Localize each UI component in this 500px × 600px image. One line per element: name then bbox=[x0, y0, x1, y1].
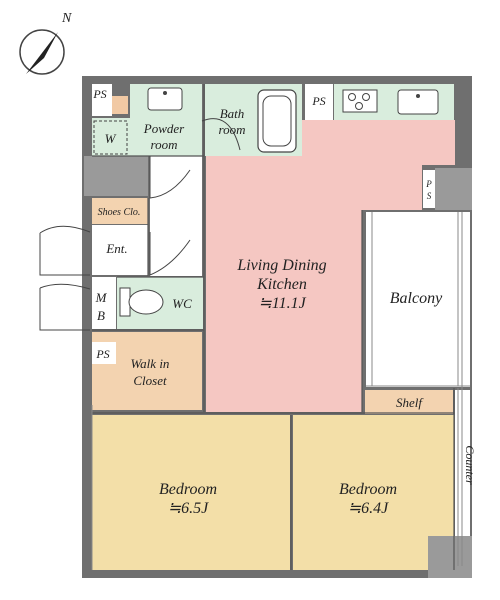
pillar-right-top bbox=[435, 168, 472, 210]
ps-right-area bbox=[423, 170, 435, 208]
hall-area bbox=[150, 156, 202, 276]
compass-north-label: N bbox=[61, 11, 72, 26]
entrance-area bbox=[92, 225, 148, 275]
bath-label-line1: Bath bbox=[220, 106, 245, 121]
washer-label: W bbox=[105, 131, 117, 146]
stove bbox=[342, 89, 378, 113]
compass-circle bbox=[19, 29, 65, 75]
ps-right-label-line1: P bbox=[425, 179, 432, 189]
ps-top-left-label: PS bbox=[92, 87, 106, 101]
ldk-label-line2: Kitchen bbox=[256, 276, 307, 293]
entrance-label: Ent. bbox=[105, 241, 127, 256]
ldk-label-line1: Living Dining bbox=[236, 257, 326, 274]
ps-top-left-area bbox=[92, 84, 112, 116]
washer-box bbox=[93, 120, 128, 155]
burner-3 bbox=[355, 102, 363, 110]
kitchen-sink bbox=[397, 89, 439, 115]
ps-kitchen-label: PS bbox=[311, 94, 325, 108]
shoes-closet-area bbox=[92, 198, 148, 224]
kitchen-sink-drain bbox=[416, 94, 420, 98]
mb-label-line2: B bbox=[97, 308, 105, 323]
ps-kitchen-area bbox=[305, 84, 333, 120]
shoes-closet-label: Shoes Clo. bbox=[98, 207, 141, 218]
washer-area bbox=[92, 118, 130, 156]
window-lines bbox=[91, 212, 470, 570]
toilet-bowl bbox=[128, 289, 164, 315]
bedroom2-area bbox=[293, 415, 454, 570]
bedroom1-area bbox=[92, 415, 290, 570]
mb-label-line1: M bbox=[95, 290, 108, 305]
bedroom2-size: ≒6.4J bbox=[348, 500, 389, 517]
counter-label: Counter bbox=[463, 445, 477, 485]
walkin-label-line2: Closet bbox=[133, 373, 167, 388]
bedroom2-label: Bedroom bbox=[339, 481, 397, 498]
pillar-left bbox=[84, 156, 148, 196]
compass: N bbox=[19, 11, 72, 75]
burner-2 bbox=[362, 93, 370, 101]
ldk-area bbox=[206, 120, 455, 412]
burner-1 bbox=[348, 93, 356, 101]
sink-cabinet bbox=[112, 96, 128, 114]
balcony-label: Balcony bbox=[390, 290, 443, 307]
bedroom1-size: ≒6.5J bbox=[168, 500, 209, 517]
bathtub bbox=[257, 89, 297, 153]
powder-sink bbox=[147, 87, 183, 111]
powder-sink-drain bbox=[163, 91, 167, 95]
bathtub-inner bbox=[262, 95, 292, 147]
shelf-area bbox=[365, 390, 453, 414]
bedroom1-label: Bedroom bbox=[159, 481, 217, 498]
wc-label: WC bbox=[172, 296, 192, 311]
pillar-bottom-right bbox=[428, 536, 472, 578]
ps-right-label-line2: S bbox=[427, 191, 432, 201]
ps-closet-label: PS bbox=[95, 347, 109, 361]
ps-closet-area bbox=[92, 342, 116, 364]
powder-label-line2: room bbox=[151, 137, 178, 152]
powder-label-line1: Powder bbox=[143, 121, 185, 136]
walkin-label-line1: Walk in bbox=[131, 356, 170, 371]
mb-area bbox=[92, 277, 116, 329]
partition-lines bbox=[92, 84, 455, 570]
doors bbox=[39, 118, 241, 331]
bath-label-line2: room bbox=[219, 122, 246, 137]
shelf-label: Shelf bbox=[396, 395, 424, 410]
compass-needle-icon bbox=[26, 32, 58, 74]
ldk-size: ≒11.1J bbox=[258, 295, 306, 312]
balcony-area bbox=[366, 212, 470, 387]
